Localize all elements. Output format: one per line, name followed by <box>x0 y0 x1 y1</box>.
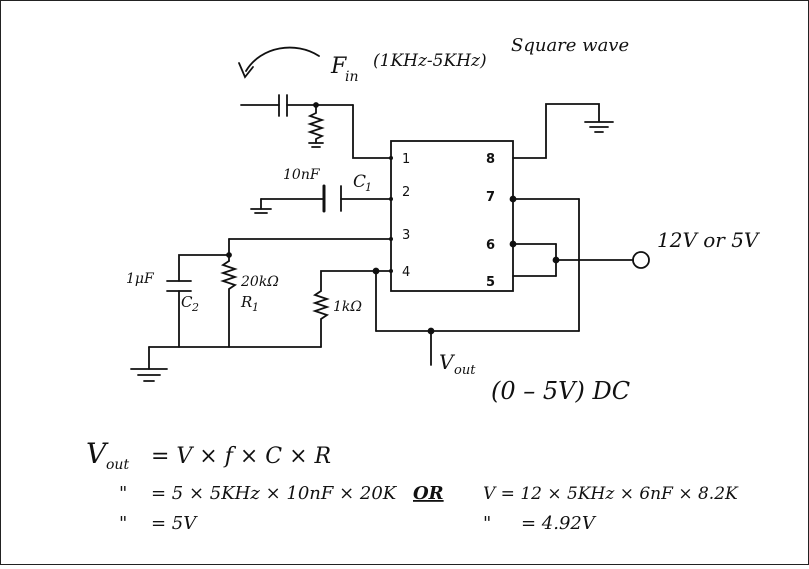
ic-pin-3: 3 <box>402 228 410 243</box>
c2-value-label: 1μF <box>126 271 155 287</box>
r-1k-resistor <box>312 270 392 348</box>
input-arrow-head <box>238 62 254 79</box>
vout-subscript: out <box>454 363 476 378</box>
formula-line2-b: V = 12 × 5KHz × 6nF × 8.2K <box>483 484 739 504</box>
formula-or: OR <box>413 483 444 504</box>
output-range: (0 – 5V) DC <box>491 377 630 405</box>
c1-sub-label: 1 <box>365 181 372 194</box>
ditto-2: " <box>119 513 127 534</box>
r1-resistor <box>220 260 238 348</box>
formula-line1: = V × f × C × R <box>151 444 331 469</box>
formula-lhs: V <box>86 437 109 470</box>
ic-pin-5: 5 <box>486 275 495 290</box>
formula-lhs-sub: out <box>106 457 129 473</box>
ditto-3: " <box>483 513 491 534</box>
c1-name-label: C <box>353 172 366 192</box>
c2-sub-label: 2 <box>191 301 199 314</box>
formula-line3-a: = 5V <box>151 513 198 534</box>
ic-pin-2: 2 <box>402 185 410 200</box>
c2-top-wire <box>178 254 230 282</box>
r1-value-label: 20kΩ <box>240 274 279 290</box>
wire-to-pin1 <box>352 104 392 159</box>
pin8-wire <box>512 103 600 159</box>
ic-pin-1: 1 <box>402 152 410 167</box>
supply-terminal <box>632 251 650 269</box>
r1-name-label: R <box>240 293 252 311</box>
r-1k-label: 1kΩ <box>333 299 362 315</box>
ic-555-body <box>390 140 514 292</box>
ic-pin-7: 7 <box>486 190 495 205</box>
c1-value-label: 10nF <box>283 167 321 183</box>
fin-symbol: F <box>330 54 347 79</box>
ic-pin-8: 8 <box>486 152 495 167</box>
ic-pin-4: 4 <box>402 265 410 280</box>
formula-line2-a: = 5 × 5KHz × 10nF × 20K <box>151 483 398 504</box>
fin-subscript: in <box>345 69 359 85</box>
c2-name-label: C <box>181 293 193 311</box>
ditto-1: " <box>119 483 127 504</box>
supply-label: 12V or 5V <box>657 228 761 252</box>
vout-symbol: V <box>439 350 456 374</box>
r1-sub-label: 1 <box>252 301 259 314</box>
fin-range: (1KHz-5KHz) <box>373 51 487 71</box>
fin-wave-type: Square wave <box>511 35 629 56</box>
input-resistor <box>307 104 325 144</box>
ic-pin-6: 6 <box>486 238 495 253</box>
formula-line3-b: = 4.92V <box>521 513 597 534</box>
input-curved-arrow <box>245 46 320 72</box>
